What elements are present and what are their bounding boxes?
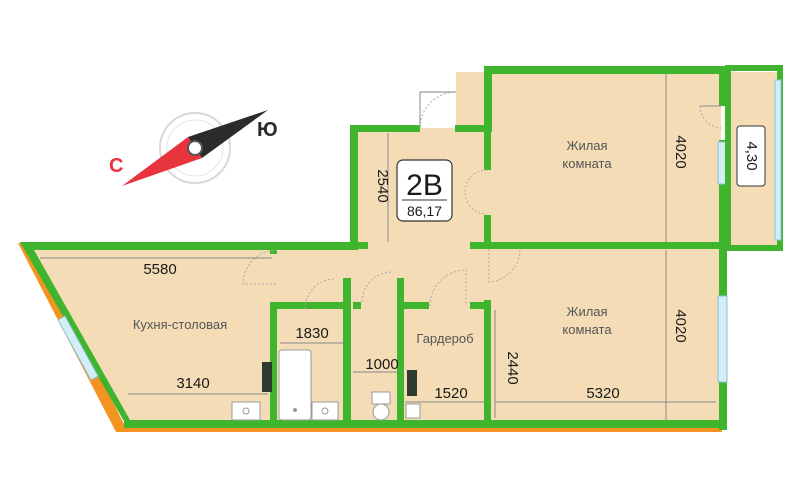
wall-hall-top-right (455, 125, 491, 132)
dim-living-bottom-width: 5320 (586, 385, 619, 402)
dim-hall-height: 2540 (374, 169, 391, 202)
room-label-living-top-1: Жилая (566, 138, 607, 153)
wall-living-top (484, 66, 726, 74)
walls (20, 66, 727, 430)
kitchen-sink (231, 401, 261, 421)
apartment-badge: 2В 86,17 (396, 159, 453, 222)
apartment-type: 2В (406, 169, 443, 202)
windows (57, 65, 783, 383)
room-label-kitchen: Кухня-столовая (133, 317, 227, 332)
room-label-living-top-2: комната (562, 156, 612, 171)
wall-kitchen-top (20, 242, 350, 423)
boiler-wc (407, 370, 417, 396)
kitchen-sink-drain (242, 407, 250, 415)
wall-living-left-low (484, 215, 491, 245)
wall-living-left-mid (484, 132, 491, 170)
entrance-door-swing (419, 91, 457, 129)
compass-icon: С Ю (109, 110, 278, 186)
wall-bath-right (343, 278, 351, 424)
wall-living2-left (484, 300, 491, 425)
wall-hall-bottom-stub (358, 242, 368, 249)
dim-wardrobe-height: 2440 (504, 351, 521, 384)
balcony-door-swing (699, 105, 723, 129)
bath-sink (311, 401, 339, 421)
compass-inner-ring (166, 119, 224, 177)
balcony-window (774, 79, 782, 241)
fixtures (231, 349, 421, 421)
dim-living-bottom-height: 4020 (672, 309, 689, 342)
dim-bath-width: 1830 (295, 325, 328, 342)
wall-kitchen-door-stub (270, 242, 277, 254)
wc-toilet (372, 403, 390, 421)
wall-hall-left (350, 125, 358, 250)
wall-wardrobe-top (397, 302, 429, 309)
compass-south-needle (188, 110, 268, 158)
wc-door-swing (361, 271, 393, 303)
doors (242, 91, 723, 310)
dimension-lines (40, 74, 716, 420)
compass-north-label: С (109, 155, 123, 177)
wc-sink (405, 403, 421, 419)
wall-right (719, 140, 727, 430)
wall-wc-right (397, 302, 404, 424)
wall-wc-right-upper (397, 278, 404, 302)
compass-south-label: Ю (257, 119, 278, 141)
balcony-area: 4,30 (743, 141, 760, 170)
bath-sink-drain (321, 407, 329, 415)
balcony-area-frame (736, 125, 766, 187)
bath-door-swing (304, 278, 336, 310)
room-label-wardrobe: Гардероб (416, 331, 473, 346)
wall-wc-top-left (353, 302, 361, 309)
room-label-living-bottom-1: Жилая (566, 304, 607, 319)
compass-hub (187, 140, 203, 156)
wall-bath-top (270, 302, 344, 309)
wall-wardrobe-top-right (470, 302, 490, 309)
wall-right-top (719, 66, 727, 106)
dim-living-top-height: 4020 (672, 135, 689, 168)
wc-tank (371, 391, 391, 405)
floor-area (28, 72, 721, 420)
wall-hall-top-left (350, 125, 420, 132)
kitchen-window (57, 315, 99, 381)
balcony-area-badge: 4,30 (736, 125, 766, 187)
compass-north-needle (122, 137, 202, 186)
wall-living-left-upper (484, 66, 492, 132)
wall-living-divider (470, 242, 726, 249)
wall-bottom (124, 420, 727, 428)
room-label-living-bottom-2: комната (562, 322, 612, 337)
apartment-badge-frame (396, 159, 453, 222)
dim-wardrobe-width: 1520 (434, 385, 467, 402)
bathtub (278, 349, 312, 421)
kitchen-door-swing (242, 249, 278, 285)
dim-kitchen-width-bottom: 3140 (176, 375, 209, 392)
living-bottom-window (717, 295, 728, 383)
dim-wc-width: 1000 (365, 356, 398, 373)
wall-bath-left (270, 302, 277, 424)
bathtub-drain (293, 408, 297, 412)
boiler-bath (262, 362, 272, 392)
dim-kitchen-width-top: 5580 (143, 261, 176, 278)
apartment-area: 86,17 (407, 203, 442, 219)
